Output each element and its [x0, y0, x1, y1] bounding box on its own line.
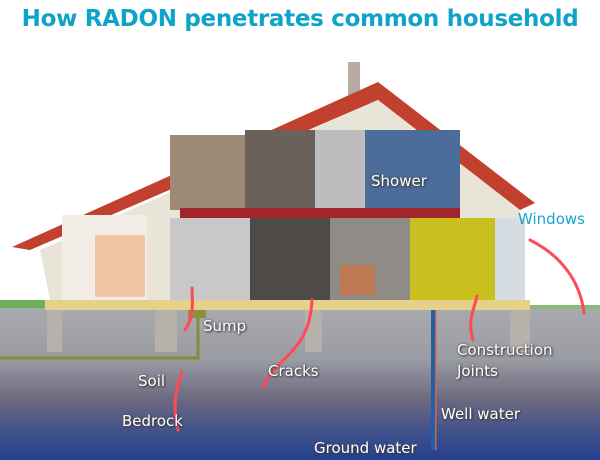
well-pipe-edge	[435, 310, 437, 450]
window-wall	[495, 218, 525, 300]
dining-room	[410, 218, 495, 300]
label-sump: Sump	[203, 317, 247, 335]
label-shower: Shower	[371, 172, 427, 190]
sump-drain-pipe	[0, 305, 200, 360]
label-windows: Windows	[518, 210, 585, 228]
stone-wall-stairs	[170, 135, 245, 210]
upper-hall	[315, 130, 365, 210]
upper-room	[245, 130, 315, 210]
label-bedrock: Bedrock	[122, 412, 183, 430]
grass-left	[0, 300, 50, 308]
label-ground-water: Ground water	[314, 439, 417, 457]
staircase-room	[170, 218, 250, 300]
label-well-water: Well water	[441, 405, 521, 423]
grass-right	[528, 305, 600, 309]
floor-joists	[180, 208, 460, 218]
label-soil: Soil	[138, 372, 166, 390]
label-joints: Joints	[457, 362, 498, 380]
label-construction: Construction	[457, 341, 553, 359]
garage-door	[95, 235, 145, 297]
living-room	[250, 218, 330, 300]
label-cracks: Cracks	[268, 362, 319, 380]
bathroom	[365, 130, 460, 210]
well-pipe	[431, 310, 435, 450]
ground-soil	[0, 305, 600, 460]
radon-entry-arrows	[173, 238, 586, 432]
infographic-title: How RADON penetrates common household	[21, 6, 579, 32]
fireplace	[340, 265, 375, 295]
floor-slab	[45, 300, 530, 310]
